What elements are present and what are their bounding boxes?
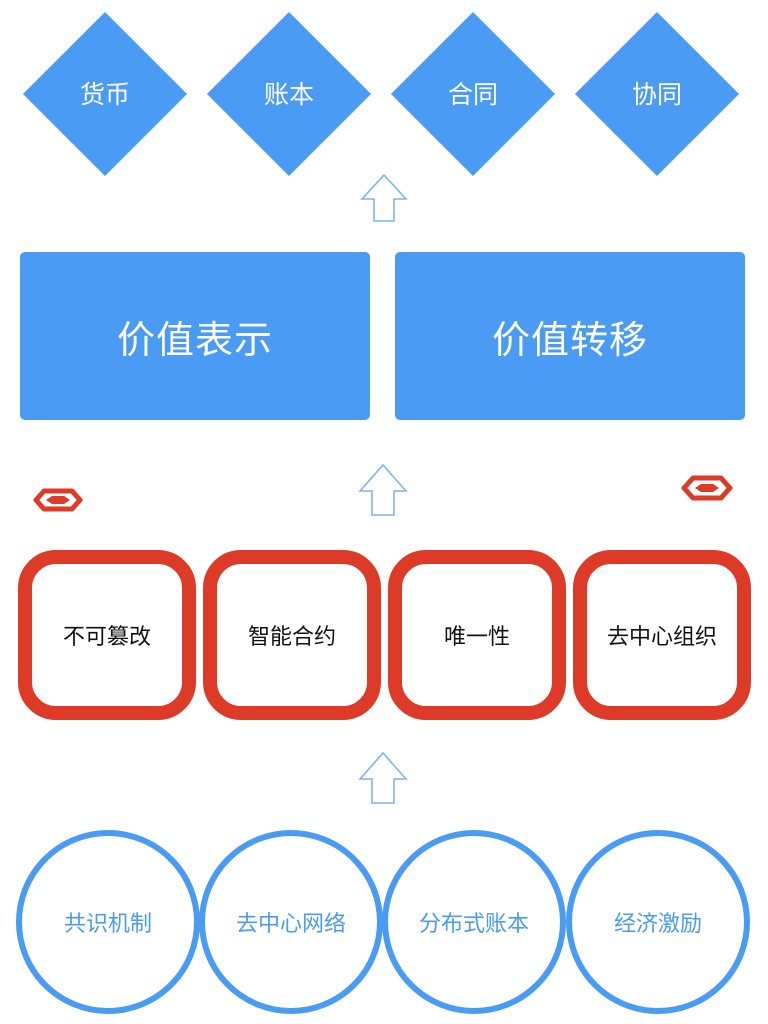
value-transfer-box: 价值转移 xyxy=(395,252,745,420)
foundation-distributed-ledger-label: 分布式账本 xyxy=(418,912,529,937)
feature-smart-contract-label: 智能合约 xyxy=(247,625,336,650)
foundation-consensus: 共识机制 xyxy=(16,830,200,1014)
up-arrow-icon xyxy=(358,751,408,804)
foundation-consensus-label: 共识机制 xyxy=(63,912,152,937)
chain-link-icon-left xyxy=(33,488,83,512)
value-representation-label: 价值表示 xyxy=(116,317,273,362)
feature-decentralized-org: 去中心组织 xyxy=(573,550,751,720)
foundation-decentralized-network: 去中心网络 xyxy=(199,830,383,1014)
feature-uniqueness-label: 唯一性 xyxy=(443,625,510,650)
up-arrow-icon xyxy=(360,173,408,222)
diamond-contract-label: 合同 xyxy=(447,80,498,109)
foundation-economic-incentive-label: 经济激励 xyxy=(613,912,702,937)
feature-immutable: 不可篡改 xyxy=(18,550,196,720)
feature-decentralized-org-label: 去中心组织 xyxy=(606,625,717,650)
foundation-decentralized-network-label: 去中心网络 xyxy=(235,912,346,937)
value-transfer-label: 价值转移 xyxy=(491,317,648,362)
up-arrow-icon xyxy=(358,463,408,516)
diamond-currency-label: 货币 xyxy=(79,80,130,109)
chain-link-icon-right xyxy=(681,475,733,501)
foundation-distributed-ledger: 分布式账本 xyxy=(382,830,566,1014)
value-representation-box: 价值表示 xyxy=(20,252,370,420)
diamond-collaboration-label: 协同 xyxy=(631,80,682,109)
feature-uniqueness: 唯一性 xyxy=(388,550,566,720)
feature-smart-contract: 智能合约 xyxy=(203,550,381,720)
foundation-economic-incentive: 经济激励 xyxy=(566,830,750,1014)
diamond-ledger-label: 账本 xyxy=(263,80,314,109)
feature-immutable-label: 不可篡改 xyxy=(62,625,151,650)
